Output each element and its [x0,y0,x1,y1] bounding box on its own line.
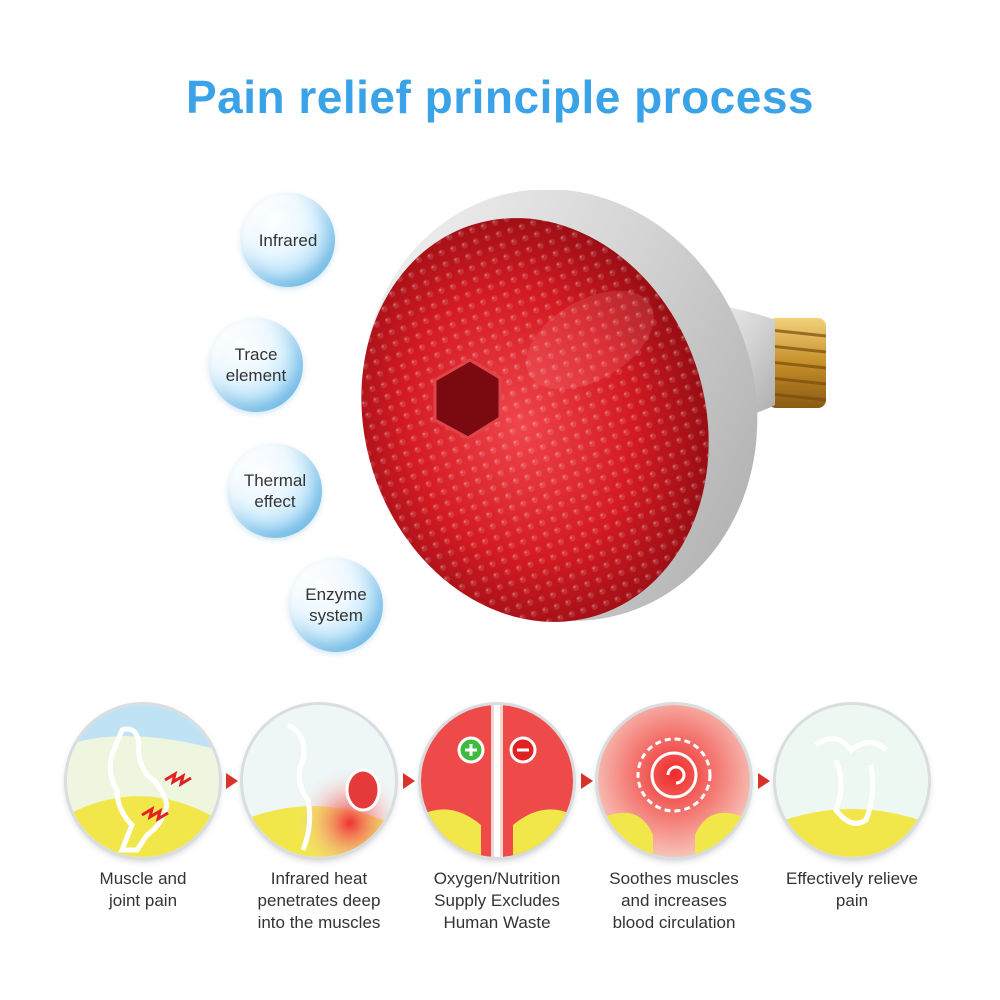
feature-label: Infrared [258,230,318,250]
process-arrow [758,773,770,789]
caption-line: Oxygen/Nutrition [433,869,561,888]
page-title: Pain relief principle process [185,71,815,123]
feature-label-line: Thermal [243,471,307,490]
caption-line: Human Waste [443,913,551,932]
process-arrow [226,773,238,789]
feature-bubble-infrared: Infrared [241,193,335,287]
caption-line: Muscle and [99,869,187,888]
feature-bubble-enzyme-system: Enzyme system [289,558,383,652]
feature-label: Trace element [216,344,296,386]
blood-circulation-icon [598,705,750,857]
caption-line: and increases [621,891,727,910]
caption-line: Infrared heat [270,869,368,888]
feature-label: Thermal effect [235,470,315,512]
step-caption-2: Infrared heat penetrates deep into the m… [229,868,409,934]
step-caption-4: Soothes muscles and increases blood circ… [584,868,764,934]
caption-line: pain [835,891,869,910]
caption-line: Soothes muscles [609,869,739,888]
caption-line: joint pain [108,891,178,910]
feature-bubble-thermal-effect: Thermal effect [228,444,322,538]
caption-line: blood circulation [612,913,736,932]
caption-line: penetrates deep [257,891,381,910]
muscle-pain-icon [67,705,219,857]
relief-icon [776,705,928,857]
step-caption-1: Muscle and joint pain [53,868,233,912]
feature-label: Enzyme system [296,584,376,626]
feature-bubble-trace-element: Trace element [209,318,303,412]
infrared-lamp-image [361,190,827,622]
caption-line: Effectively relieve [786,869,918,888]
caption-line: into the muscles [257,913,381,932]
infrared-penetration-icon [243,705,395,857]
step-caption-5: Effectively relieve pain [762,868,942,912]
caption-line: Supply Excludes [434,891,560,910]
feature-label-line: effect [254,492,296,511]
process-arrow [403,773,415,789]
feature-label-line: system [309,606,363,625]
feature-label-line: Trace [234,345,278,364]
feature-label-line: element [225,366,287,385]
feature-label-line: Enzyme [305,585,367,604]
process-arrow [581,773,593,789]
oxygen-exchange-icon [421,705,573,857]
step-caption-3: Oxygen/Nutrition Supply Excludes Human W… [407,868,587,934]
